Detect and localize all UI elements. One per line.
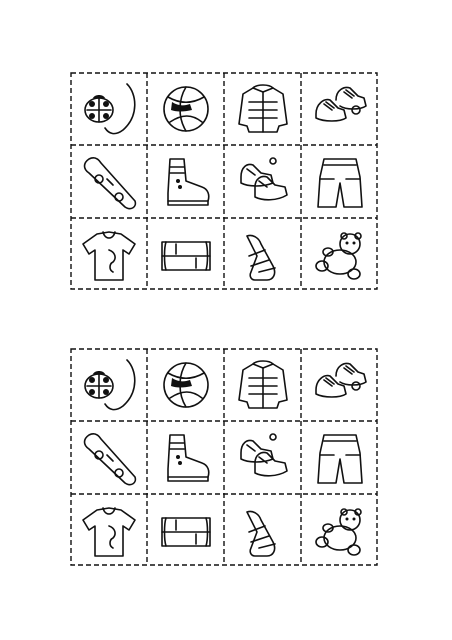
picture-card [224,145,301,218]
picture-card [224,421,301,494]
picture-card [301,421,378,494]
cut-lines-bottom [70,348,378,566]
picture-card [224,218,301,291]
boot-icon [156,153,216,211]
trousers-icon [156,502,216,560]
t-shirt-icon [79,226,139,284]
ladybug-backpack-icon [79,80,139,138]
skateboard-icon [79,429,139,487]
picture-card [147,218,224,291]
picture-card [70,494,147,567]
picture-card [147,72,224,145]
sandal-icon [233,502,293,560]
picture-card [224,494,301,567]
cut-lines-top [70,72,378,290]
picture-card [301,494,378,567]
picture-card [301,218,378,291]
picture-card [70,72,147,145]
picture-card [224,348,301,421]
picture-card [147,421,224,494]
trousers-icon [156,226,216,284]
picture-card [224,72,301,145]
picture-card [301,145,378,218]
hiking-shoes-icon [233,429,293,487]
sneakers-icon [310,356,370,414]
jacket-icon [233,356,293,414]
sneakers-icon [310,80,370,138]
skateboard-icon [79,153,139,211]
picture-card [301,72,378,145]
shorts-icon [310,153,370,211]
picture-card [70,145,147,218]
picture-card [147,145,224,218]
sandal-icon [233,226,293,284]
teddy-bear-icon [310,226,370,284]
boot-icon [156,429,216,487]
hiking-shoes-icon [233,153,293,211]
teddy-bear-icon [310,502,370,560]
ladybug-backpack-icon [79,356,139,414]
beach-ball-icon [156,356,216,414]
picture-card [70,348,147,421]
picture-card [301,348,378,421]
picture-card [70,218,147,291]
shorts-icon [310,429,370,487]
t-shirt-icon [79,502,139,560]
card-sheet-bottom [70,348,378,566]
picture-card [147,348,224,421]
card-sheet-top [70,72,378,290]
picture-card [70,421,147,494]
picture-card [147,494,224,567]
jacket-icon [233,80,293,138]
beach-ball-icon [156,80,216,138]
